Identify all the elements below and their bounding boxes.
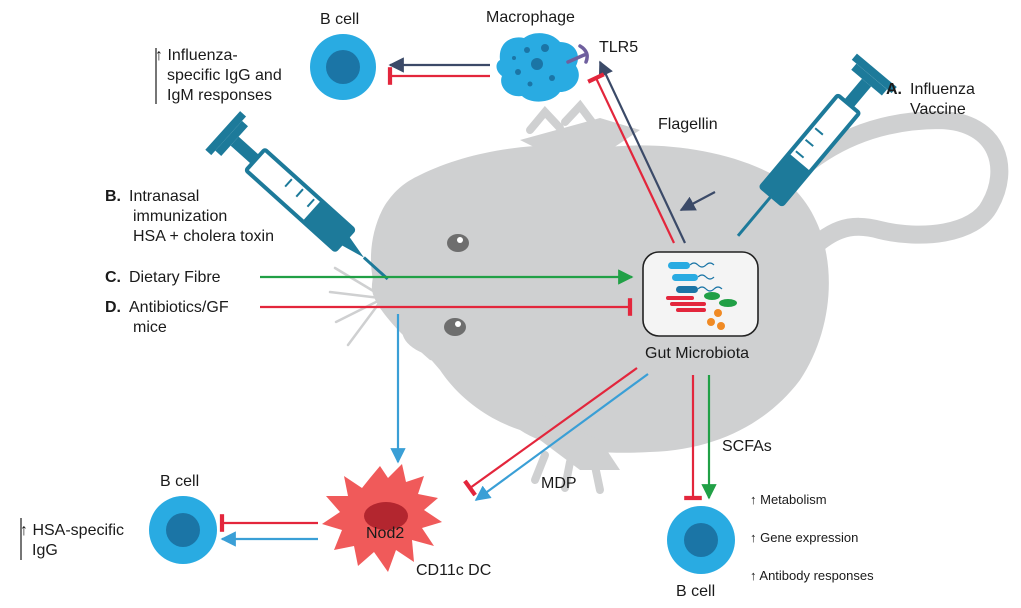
b-cell-left bbox=[149, 496, 217, 564]
gut-microbiota-label: Gut Microbiota bbox=[645, 345, 750, 362]
arrow-vaccine-to-gut bbox=[679, 191, 716, 211]
mdp-label: MDP bbox=[541, 475, 577, 492]
item-c-label: C.Dietary Fibre bbox=[105, 269, 221, 286]
b-cell-bottom bbox=[667, 506, 735, 574]
mouse-back-foot bbox=[530, 410, 620, 470]
mouse-whiskers bbox=[328, 266, 382, 347]
b-cell-top-label: B cell bbox=[320, 11, 360, 28]
syringe-influenza bbox=[736, 53, 897, 237]
mouse-eye-top bbox=[447, 234, 469, 252]
bacteria-icon bbox=[666, 262, 737, 330]
tlr5-label: TLR5 bbox=[599, 39, 639, 56]
item-b-label: B.Intranasal immunization HSA + cholera … bbox=[105, 188, 274, 245]
effect-gene-expression: ↑ Gene expression bbox=[750, 530, 859, 545]
item-c-tag: C. bbox=[105, 269, 121, 286]
top-response-text: ↑ Influenza- specific IgG and IgM respon… bbox=[155, 47, 282, 104]
mouse-eye-bottom bbox=[444, 318, 466, 336]
inhibit-microbiota-dc bbox=[463, 367, 638, 497]
macrophage-cell bbox=[496, 33, 579, 102]
item-d-label: D.Antibiotics/GF mice bbox=[105, 299, 229, 336]
flagellin-label: Flagellin bbox=[658, 116, 718, 133]
effect-metabolism: ↑ Metabolism bbox=[750, 492, 827, 507]
arrow-mdp-to-dc bbox=[474, 373, 649, 501]
item-d-tag: D. bbox=[105, 299, 121, 316]
b-cell-top bbox=[310, 34, 376, 100]
syringe-intranasal bbox=[205, 111, 389, 281]
nod2-label: Nod2 bbox=[366, 525, 405, 542]
cd11c-dc-label: CD11c DC bbox=[416, 562, 492, 579]
tlr5-receptor-icon bbox=[566, 44, 589, 64]
effect-antibody-responses: ↑ Antibody responses bbox=[750, 568, 874, 583]
mouse-tail bbox=[761, 110, 1009, 269]
arrow-microbiota-to-tlr5 bbox=[598, 60, 686, 244]
mouse-foot bbox=[520, 118, 640, 160]
inhibit-microbiota-tlr5 bbox=[587, 72, 675, 244]
item-a-tag: A. bbox=[886, 81, 902, 98]
gut-microbiota-box bbox=[642, 251, 759, 337]
b-cell-bottom-label: B cell bbox=[676, 583, 716, 600]
dc-cell bbox=[322, 464, 442, 572]
item-b-tag: B. bbox=[105, 188, 121, 205]
macrophage-label: Macrophage bbox=[486, 9, 575, 26]
mouse-head bbox=[371, 200, 520, 380]
left-response-text: ↑ HSA-specific IgG bbox=[20, 522, 125, 559]
b-cell-left-label: B cell bbox=[160, 473, 200, 490]
scfas-label: SCFAs bbox=[722, 438, 772, 455]
item-a-label: A.Influenza Vaccine bbox=[886, 81, 975, 118]
dc-nucleus bbox=[364, 502, 408, 530]
